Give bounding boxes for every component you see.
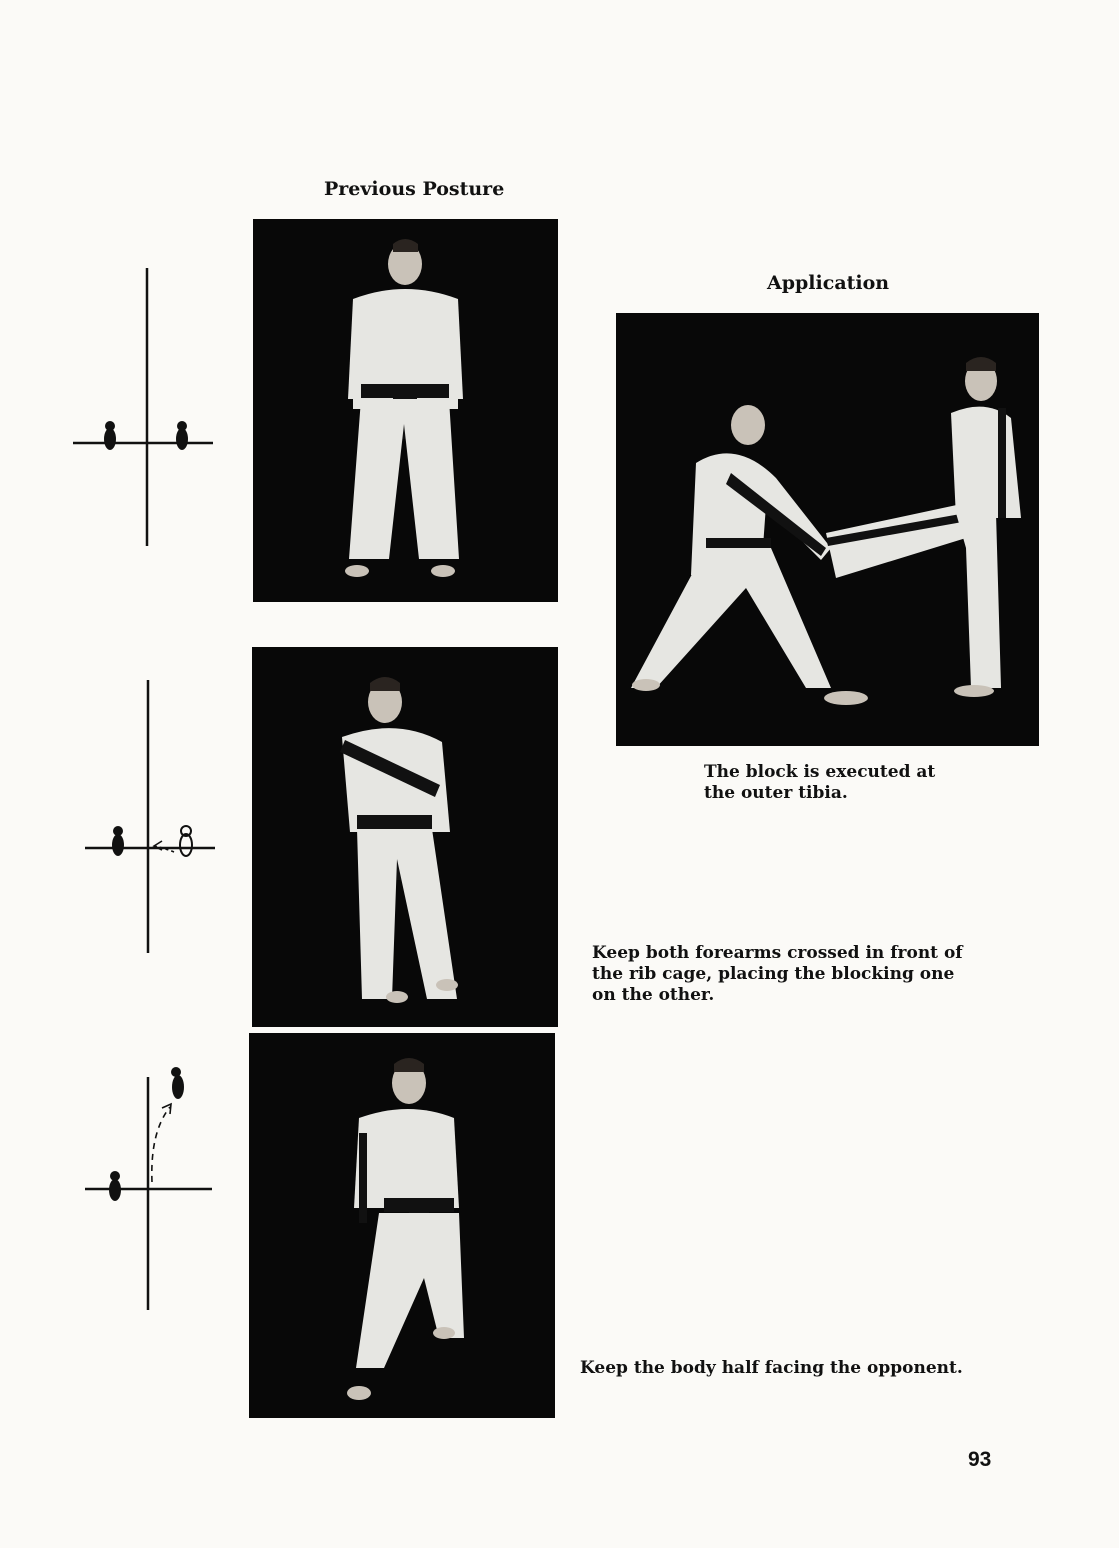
page-number: 93 [968,1448,992,1471]
application-caption: The block is executed at the outer tibia… [704,762,935,804]
application-photo [616,313,1039,746]
step2-caption: Keep both forearms crossed in front of t… [592,943,963,1006]
footprint-icon [112,826,124,856]
caption-line: the rib cage, placing the blocking one [592,964,955,984]
footprint-icon [179,825,193,857]
half-facing-photo [249,1033,555,1418]
footprint-icon [109,1171,121,1201]
step3-caption: Keep the body half facing the opponent. [580,1358,963,1378]
previous-posture-heading: Previous Posture [324,178,505,200]
stance-diagram-ready [70,268,215,548]
previous-posture-photo [253,219,558,602]
caption-line: Keep both forearms crossed in front of [592,943,963,963]
stance-diagram-step-forward [82,1062,217,1312]
footprint-icon [171,1067,184,1099]
stance-diagram-step-back [82,680,217,955]
caption-line: The block is executed at [704,762,936,782]
footprint-icon [104,421,116,450]
application-heading: Application [767,272,890,294]
crossed-forearms-photo [252,647,558,1027]
arrow-icon [151,1102,172,1183]
footprint-icon [176,421,188,450]
caption-line: the outer tibia. [704,783,848,803]
arrow-icon [152,840,175,853]
caption-line: on the other. [592,985,715,1005]
